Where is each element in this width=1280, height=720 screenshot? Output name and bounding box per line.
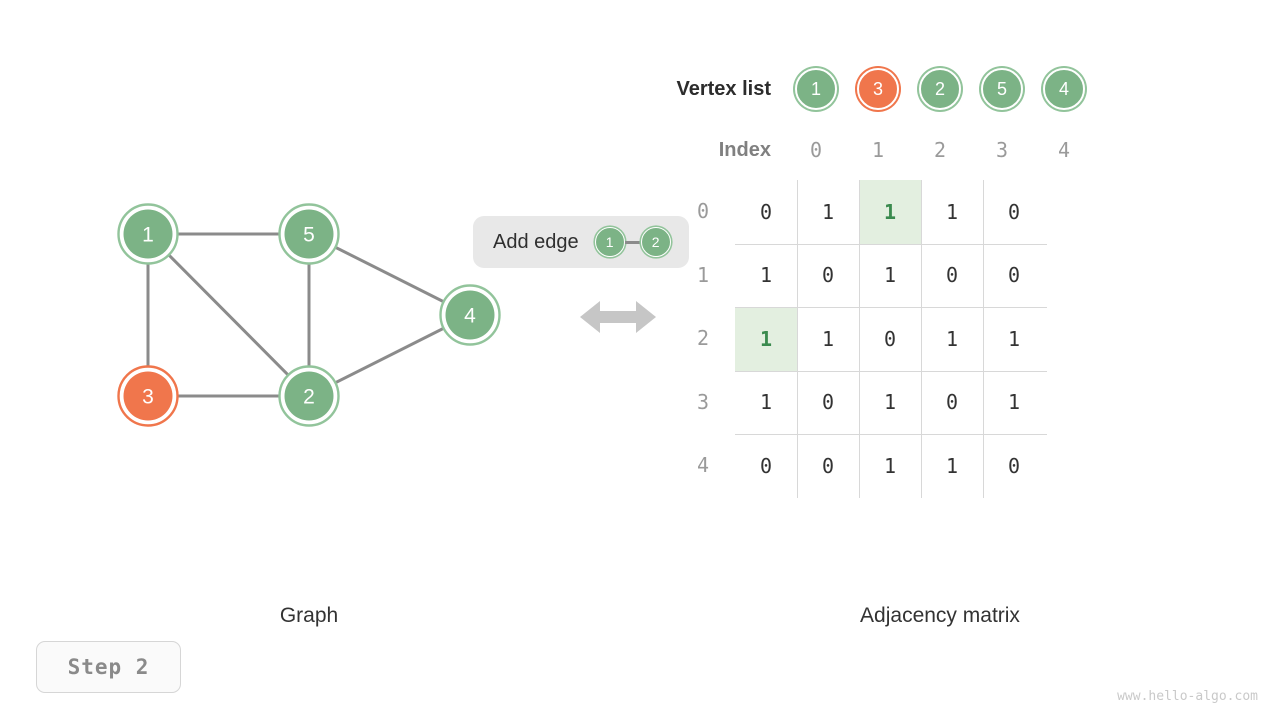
matrix-grid-line-horizontal	[735, 434, 1047, 435]
graph-node-label: 1	[142, 224, 154, 247]
vertex-list-cell: 5	[971, 68, 1033, 110]
matrix-grid-line-horizontal	[735, 243, 1047, 245]
index-cell: 0	[809, 138, 823, 162]
vertex-list-node[interactable]: 5	[981, 68, 1023, 110]
index-label: Index	[718, 138, 771, 161]
add-edge-endpoints: 1 2	[594, 227, 671, 257]
matrix-cell[interactable]: 0	[821, 263, 835, 288]
matrix-cell[interactable]: 1	[945, 326, 959, 351]
matrix-cell[interactable]: 0	[1007, 263, 1021, 288]
graph-node-group: 1 5 4 3 2	[117, 203, 501, 427]
matrix-row-label: 4	[696, 453, 709, 477]
matrix-cell[interactable]: 1	[859, 180, 921, 244]
graph-node[interactable]: 3	[117, 365, 179, 427]
add-edge-badge: Add edge 1 2	[473, 216, 689, 268]
index-cell: 4	[1057, 138, 1071, 162]
graph-node-body	[284, 209, 334, 259]
graph-node-label: 2	[303, 386, 315, 409]
matrix-cell[interactable]: 1	[821, 199, 835, 224]
graph-node-body	[123, 209, 173, 259]
matrix-row-label: 3	[696, 389, 709, 414]
graph-edge	[146, 232, 311, 398]
graph-node[interactable]: 5	[278, 203, 340, 265]
matrix-cell[interactable]: 1	[1007, 326, 1021, 351]
graph-node-body	[445, 290, 495, 340]
add-edge-endpoint-second: 2	[640, 227, 671, 257]
graph-diagram: 1 5 4 3 2	[117, 203, 501, 427]
matrix-cell[interactable]: 1	[735, 307, 797, 371]
vertex-list-node[interactable]: 1	[795, 68, 837, 110]
graph-node[interactable]: 1	[117, 203, 179, 265]
graph-node-body	[123, 371, 173, 421]
vertex-list-cell: 3	[847, 68, 909, 110]
matrix-cell[interactable]: 0	[821, 390, 835, 415]
matrix-grid-line-horizontal	[735, 307, 1047, 308]
watermark: www.hello-algo.com	[1117, 689, 1258, 704]
matrix-cell[interactable]: 0	[759, 199, 773, 224]
graph-caption: Graph	[279, 604, 339, 627]
add-edge-label: Add edge	[493, 230, 579, 253]
index-cells: 0 1 2 3 4	[785, 138, 1095, 162]
matrix-grid-line-vertical	[859, 180, 860, 498]
matrix-caption: Adjacency matrix	[860, 604, 1020, 627]
matrix-row: 1 0 1 0 1	[735, 371, 1203, 435]
matrix-cell[interactable]: 1	[821, 326, 835, 351]
matrix-cell[interactable]: 0	[883, 326, 897, 351]
matrix-grid-line-horizontal	[735, 370, 1047, 372]
index-cell: 1	[871, 138, 885, 162]
graph-node[interactable]: 4	[439, 284, 501, 346]
matrix-row: 1 0 1 0 0	[735, 244, 1203, 308]
add-edge-endpoint-first: 1	[594, 227, 625, 257]
graph-node-label: 4	[464, 305, 476, 328]
matrix-grid-line-vertical	[921, 180, 922, 498]
add-edge-connector	[624, 240, 641, 244]
matrix-cell[interactable]: 1	[759, 390, 773, 415]
graph-node[interactable]: 2	[278, 365, 340, 427]
matrix-cell[interactable]: 1	[883, 453, 897, 478]
matrix-cell[interactable]: 1	[883, 390, 897, 415]
matrix-row-label: 2	[696, 326, 709, 350]
graph-node-label: 3	[142, 386, 154, 409]
vertex-list-cell: 4	[1033, 68, 1095, 110]
matrix-grid-line-vertical	[797, 180, 798, 498]
matrix-cell[interactable]: 0	[945, 263, 959, 288]
vertex-list-node[interactable]: 4	[1043, 68, 1085, 110]
matrix-cell[interactable]: 0	[759, 453, 773, 478]
double-arrow-icon	[580, 301, 656, 333]
matrix-row-label: 0	[696, 199, 709, 223]
matrix-cell[interactable]: 0	[945, 390, 959, 415]
vertex-list-cell: 1	[785, 68, 847, 110]
index-row: Index 0 1 2 3 4	[640, 138, 1095, 162]
matrix-row: 0 0 1 1 0	[735, 434, 1203, 498]
vertex-list-node[interactable]: 2	[919, 68, 961, 110]
step-badge: Step 2	[36, 641, 181, 693]
matrix-row-label: 1	[696, 262, 709, 287]
matrix-grid-line-vertical	[983, 180, 984, 498]
matrix-cell[interactable]: 0	[821, 453, 835, 478]
graph-panel: 1 5 4 3 2	[0, 0, 560, 560]
vertex-list-node[interactable]: 3	[857, 68, 899, 110]
index-cell: 3	[995, 138, 1009, 162]
graph-node-label: 5	[303, 224, 315, 247]
matrix-cell[interactable]: 0	[1007, 199, 1021, 224]
vertex-list-cell: 2	[909, 68, 971, 110]
vertex-list-label: Vertex list	[676, 77, 771, 100]
matrix-cell[interactable]: 1	[945, 453, 959, 478]
matrix-cell[interactable]: 1	[759, 263, 773, 288]
matrix-cell[interactable]: 1	[945, 199, 959, 224]
matrix-cell[interactable]: 0	[1007, 453, 1021, 478]
matrix-cell[interactable]: 1	[1007, 390, 1021, 415]
graph-node-body	[284, 371, 334, 421]
matrix-cell[interactable]: 1	[883, 263, 897, 288]
index-cell: 2	[933, 138, 947, 162]
